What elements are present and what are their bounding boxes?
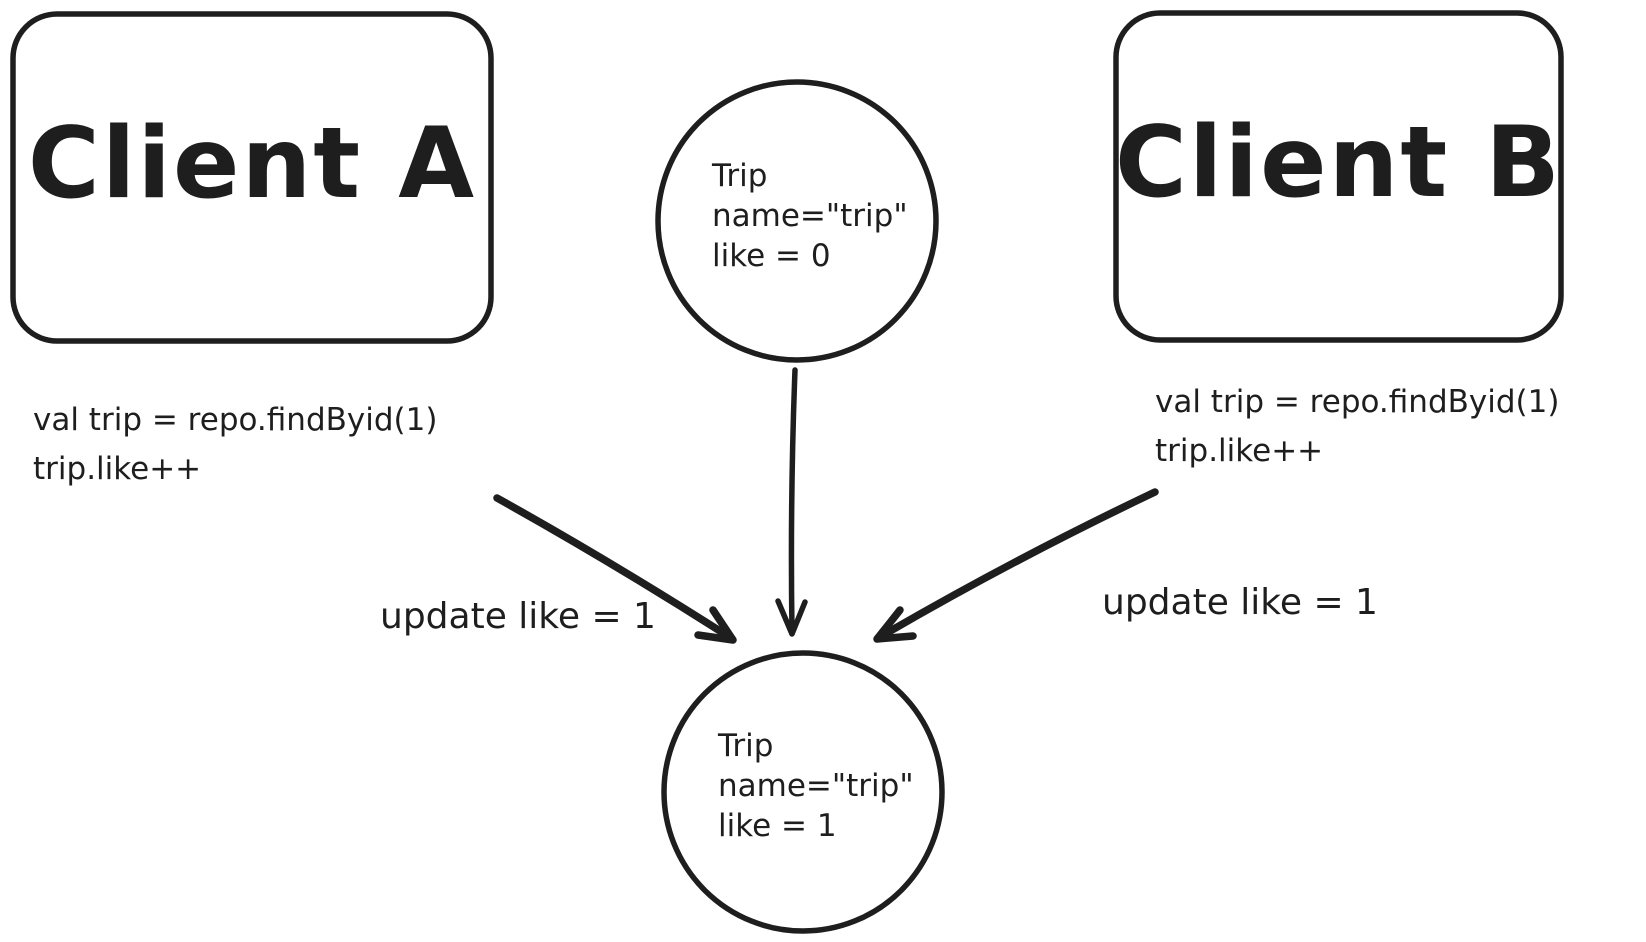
trip-state-after-text: Trip name="trip" like = 1: [718, 726, 914, 846]
trip-before-type: Trip: [712, 158, 768, 194]
client-a-box-label-wrap: Client A: [13, 0, 491, 327]
client-a-code-line2: trip.like++: [33, 451, 202, 487]
client-b-box: [1113, 10, 1564, 343]
client-b-code: val trip = repo.findByid(1) trip.like++: [1155, 378, 1559, 476]
client-b-box-label-wrap: Client B: [1115, 0, 1562, 326]
client-a-label: Client A: [27, 106, 477, 221]
client-a-code-line1: val trip = repo.findByid(1): [33, 402, 438, 438]
trip-before-like: like = 0: [712, 238, 831, 274]
trip-before-name: name="trip": [712, 198, 908, 234]
trip-state-before-text: Trip name="trip" like = 0: [712, 156, 908, 276]
trip-after-type: Trip: [718, 728, 774, 764]
client-b-code-line1: val trip = repo.findByid(1): [1155, 384, 1560, 420]
trip-state-before-circle: [655, 79, 939, 363]
client-b-label: Client B: [1115, 105, 1562, 220]
trip-after-like: like = 1: [718, 808, 837, 844]
arrow-before-to-after: [775, 367, 808, 637]
update-label-left: update like = 1: [380, 596, 656, 637]
arrow-client-a-update: [493, 494, 737, 644]
trip-state-after-circle: [661, 650, 945, 934]
client-b-code-line2: trip.like++: [1155, 433, 1324, 469]
trip-after-name: name="trip": [718, 768, 914, 804]
arrow-client-b-update: [873, 488, 1159, 643]
client-a-code: val trip = repo.findByid(1) trip.like++: [33, 396, 437, 494]
client-a-box: [10, 11, 494, 344]
update-label-right: update like = 1: [1102, 582, 1378, 623]
